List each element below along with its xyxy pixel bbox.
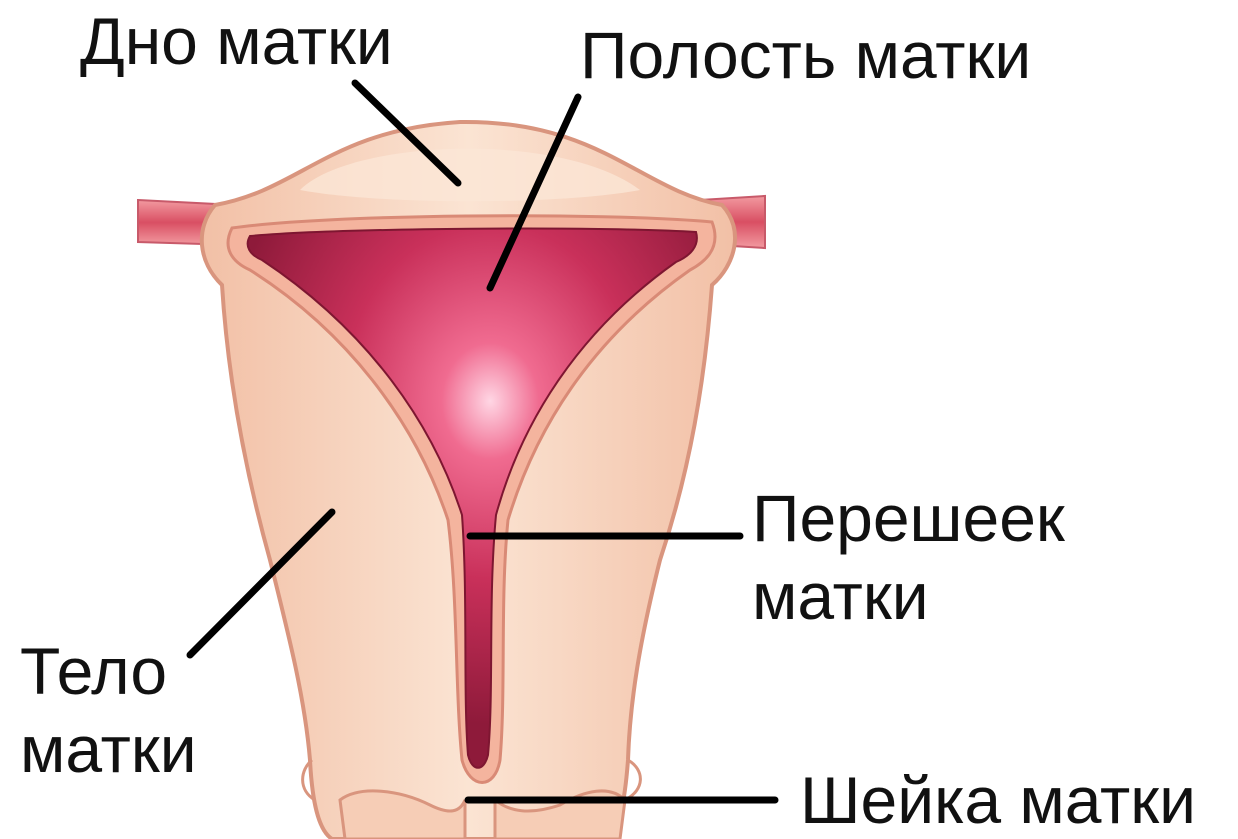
label-isthmus-line2: матки xyxy=(752,558,1065,636)
label-body-line2: матки xyxy=(20,711,197,789)
label-isthmus-line1: Перешеек xyxy=(752,480,1065,558)
label-cervix: Шейка матки xyxy=(800,767,1196,833)
label-body: Тело матки xyxy=(20,633,197,789)
label-body-line1: Тело xyxy=(20,633,197,711)
label-fundus: Дно матки xyxy=(80,8,393,74)
label-isthmus: Перешеек матки xyxy=(752,480,1065,636)
label-cavity: Полость матки xyxy=(580,22,1031,88)
